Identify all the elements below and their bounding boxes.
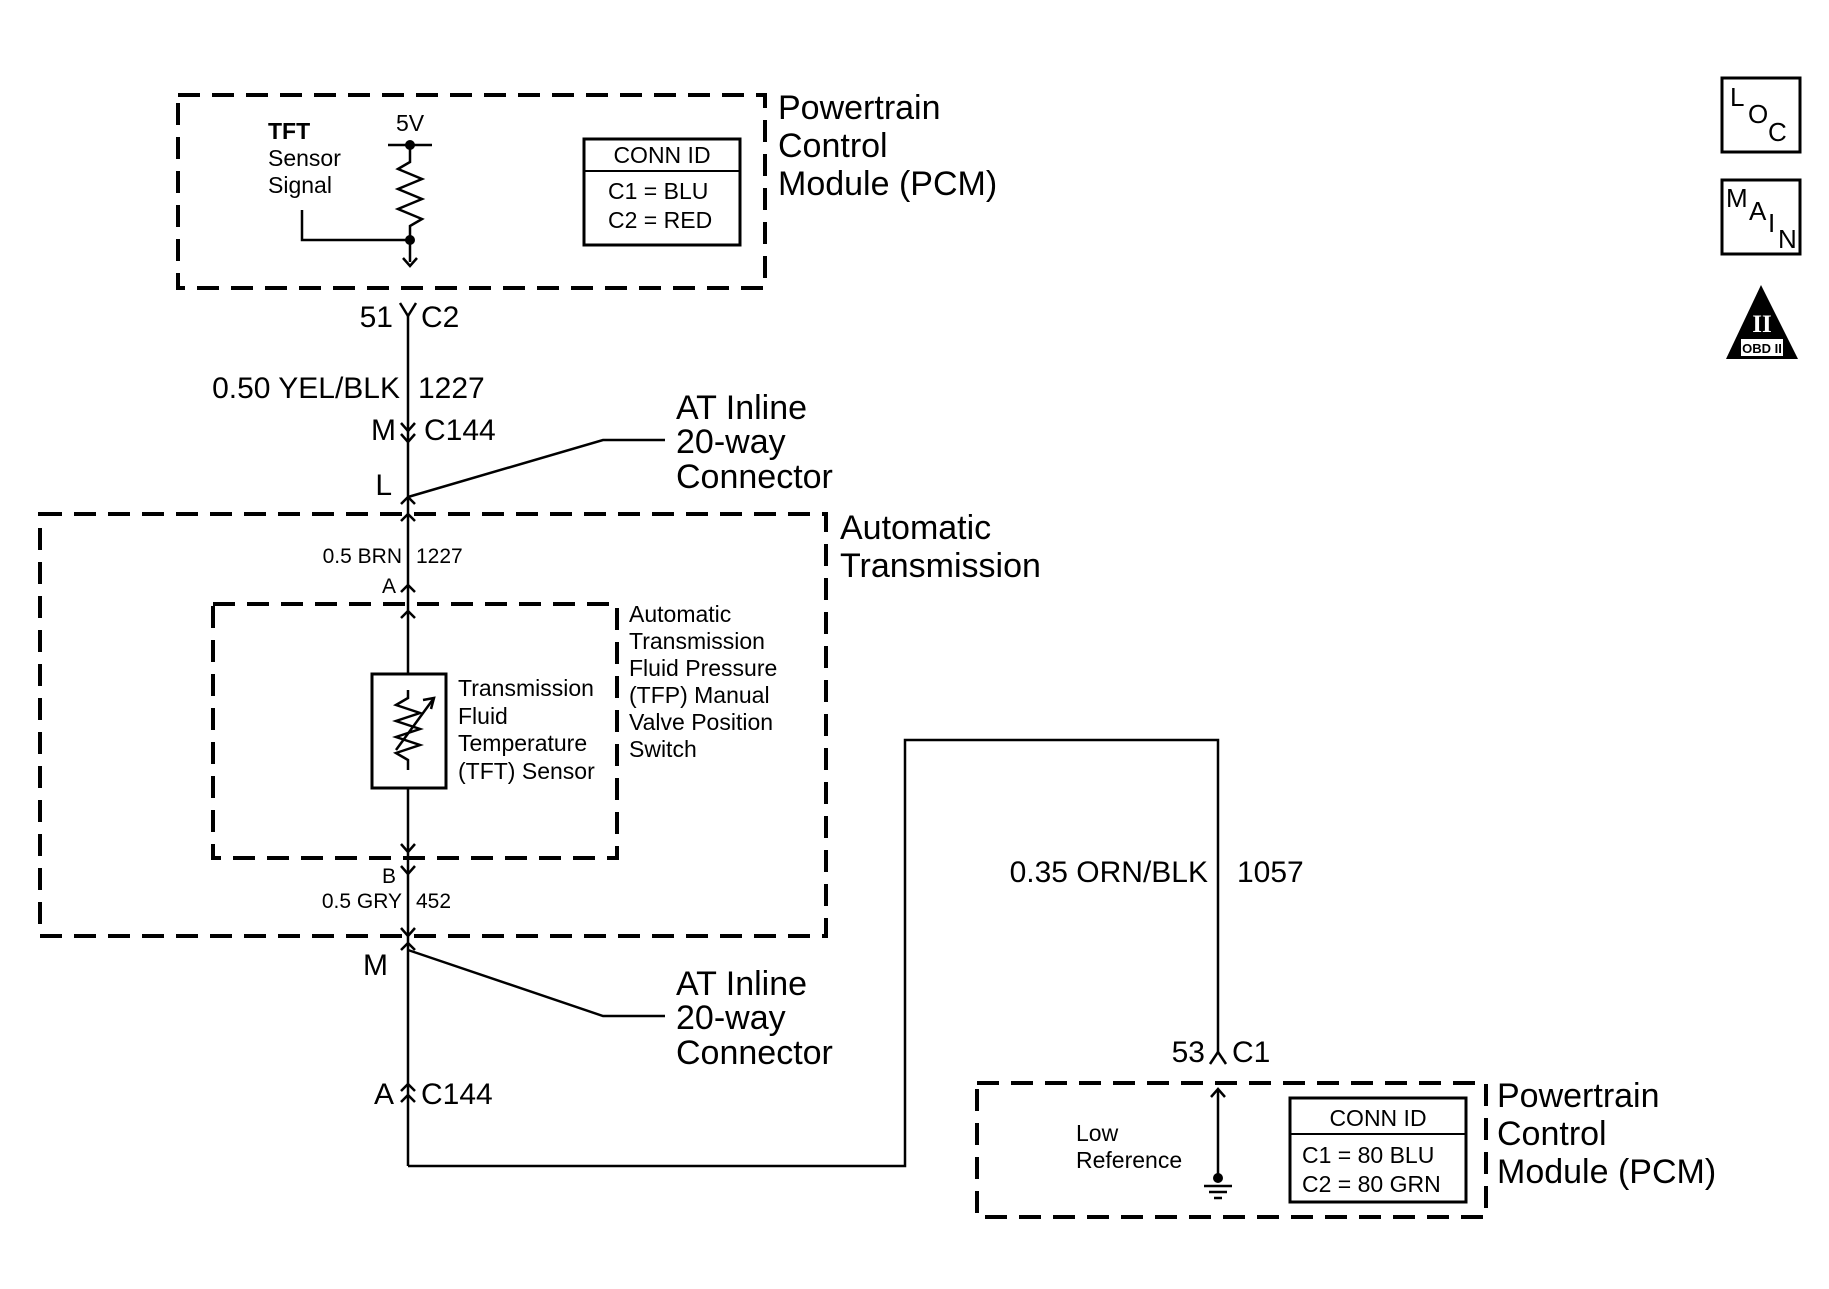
wire-return-circuit: 1057 — [1237, 856, 1304, 889]
tfp-switch-boundary — [211, 602, 619, 860]
inline-bottom-label-2: 20-way — [676, 999, 786, 1037]
pcm-bottom-conn-id: CONN ID C1 = 80 BLU C2 = 80 GRN — [1288, 1096, 1468, 1204]
wire-top-circuit: 1227 — [418, 372, 485, 405]
low-ref-label-1: Low — [1076, 1120, 1119, 1146]
pcm-top-conn-id: CONN ID C1 = BLU C2 = RED — [582, 137, 742, 247]
pin-53: 53 — [1172, 1036, 1205, 1069]
pcm-top-title-2: Control — [778, 127, 888, 165]
voltage-label: 5V — [396, 110, 425, 136]
tft-sensor-thermistor — [370, 672, 448, 790]
connector-c1: C1 — [1232, 1036, 1270, 1069]
obd-ii-numeral: II — [1752, 311, 1771, 338]
loc-icon-letter-o: O — [1748, 99, 1768, 129]
tfp-label-2: Transmission — [629, 628, 765, 654]
automatic-transmission: Automatic Transmission 0.5 BRN 1227 A Tr… — [38, 509, 1041, 938]
pcm-bottom-boundary — [975, 1081, 1488, 1219]
low-ref-label-2: Reference — [1076, 1147, 1182, 1173]
wire-b-gauge: 0.5 GRY — [322, 890, 402, 913]
main-icon[interactable]: M A I N — [1720, 178, 1802, 256]
tft-label: TFT — [268, 118, 310, 144]
tfp-label-6: Switch — [629, 736, 697, 762]
c144-top-label: C144 — [424, 414, 496, 447]
main-icon-letter-n: N — [1778, 224, 1797, 254]
loc-icon-letter-l: L — [1730, 82, 1744, 112]
inline-top-label-2: 20-way — [676, 423, 786, 461]
main-icon-letter-i: I — [1768, 208, 1775, 238]
inline-top-label-3: Connector — [676, 458, 833, 496]
wire-a-gauge: 0.5 BRN — [323, 545, 402, 568]
conn-id-header-top: CONN ID — [613, 142, 710, 168]
pin-53-c1: 53 C1 — [1172, 1036, 1271, 1069]
pcm-top-module: Powertrain Control Module (PCM) TFT Sens… — [176, 89, 997, 290]
main-icon-letter-a: A — [1749, 196, 1767, 226]
tft-sensor-label-4: (TFT) Sensor — [458, 758, 595, 784]
obd-ii-caption: OBD II — [1742, 341, 1782, 356]
conn-id-c2-top: C2 = RED — [608, 207, 712, 233]
inline-top-connector: L AT Inline 20-way Connector — [375, 389, 833, 505]
transmission-title-1: Automatic — [840, 509, 991, 547]
pin-a: A — [382, 575, 396, 598]
inline-bottom-connector: M AT Inline 20-way Connector — [363, 941, 833, 1072]
pcm-top-title-1: Powertrain — [778, 89, 941, 127]
pcm-bottom-title-2: Control — [1497, 1115, 1607, 1153]
main-icon-letter-m: M — [1726, 183, 1748, 213]
tft-sensor-label-1: Transmission — [458, 675, 594, 701]
conn-id-c2-bottom: C2 = 80 GRN — [1302, 1171, 1441, 1197]
wire-return-gauge: 0.35 ORN/BLK — [1010, 856, 1208, 889]
inline-top-pin: L — [375, 469, 392, 502]
conn-id-c1-bottom: C1 = 80 BLU — [1302, 1142, 1434, 1168]
loc-icon[interactable]: L O C — [1720, 76, 1802, 154]
tfp-label-3: Fluid Pressure — [629, 655, 777, 681]
pcm-bottom-title-3: Module (PCM) — [1497, 1153, 1716, 1191]
pcm-top-title-3: Module (PCM) — [778, 165, 997, 203]
ground-symbol — [1204, 1087, 1232, 1200]
connector-c2: C2 — [421, 301, 459, 334]
pin-b: B — [382, 865, 396, 888]
pcm-bottom-module: Powertrain Control Module (PCM) Low Refe… — [975, 1077, 1716, 1219]
signal-label-2: Signal — [268, 172, 332, 198]
inline-bottom-label-1: AT Inline — [676, 965, 807, 1003]
loc-icon-letter-c: C — [1768, 117, 1787, 147]
return-wire — [408, 738, 1220, 1168]
c144-top-connector: M C144 — [371, 414, 496, 447]
inline-top-label-1: AT Inline — [676, 389, 807, 427]
c144-bottom-connector: A C144 — [374, 1078, 493, 1111]
tft-sensor-label-2: Fluid — [458, 703, 508, 729]
inline-bottom-label-3: Connector — [676, 1034, 833, 1072]
conn-id-c1-top: C1 = BLU — [608, 178, 708, 204]
pin-51-c2: 51 C2 — [360, 301, 460, 334]
conn-id-header-bottom: CONN ID — [1329, 1105, 1426, 1131]
wire-b-circuit: 452 — [416, 890, 451, 913]
pullup-resistor — [300, 140, 432, 268]
transmission-boundary — [38, 512, 828, 938]
c144-bottom-label: C144 — [421, 1078, 493, 1111]
wire-top-gauge: 0.50 YEL/BLK — [212, 372, 400, 405]
pcm-bottom-title-1: Powertrain — [1497, 1077, 1660, 1115]
tfp-label-1: Automatic — [629, 601, 731, 627]
transmission-title-2: Transmission — [840, 547, 1041, 585]
signal-label-1: Sensor — [268, 145, 341, 171]
tfp-label-4: (TFP) Manual — [629, 682, 770, 708]
obd-ii-icon[interactable]: II OBD II — [1726, 285, 1798, 359]
tfp-switch: Transmission Fluid Temperature (TFT) Sen… — [211, 602, 619, 860]
c144-top-pin: M — [371, 414, 396, 447]
tfp-label-5: Valve Position — [629, 709, 773, 735]
inline-bottom-pin: M — [363, 949, 388, 982]
pin-51: 51 — [360, 301, 393, 334]
tft-sensor-label-3: Temperature — [458, 730, 587, 756]
wire-a-circuit: 1227 — [416, 545, 463, 568]
pcm-top-boundary — [176, 93, 767, 290]
c144-bottom-pin: A — [374, 1078, 394, 1111]
